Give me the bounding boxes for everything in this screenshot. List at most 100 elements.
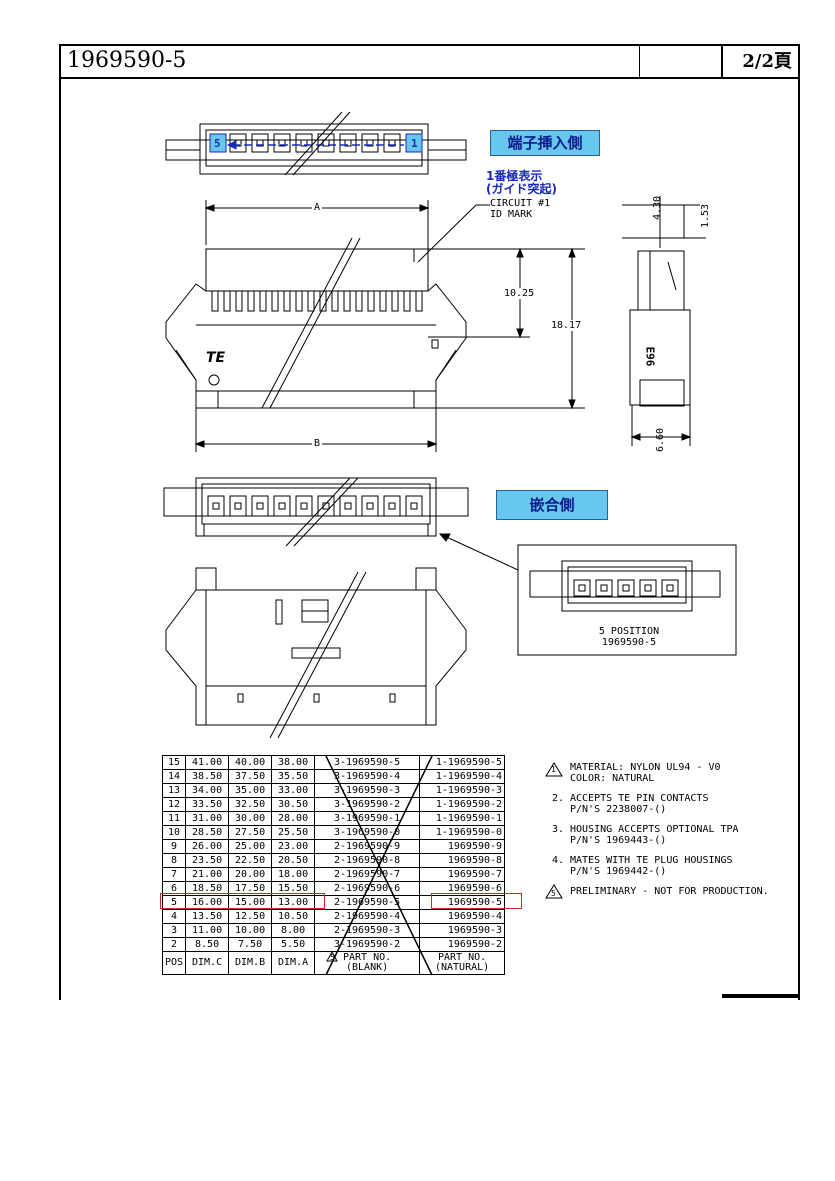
table-cell-natural: 1-1969590-2 xyxy=(419,797,506,812)
pin1-note-line1: 1番極表示 xyxy=(486,169,543,183)
front-view-tooth xyxy=(391,290,399,312)
note-number: 2. xyxy=(552,793,565,804)
top-cells-pin xyxy=(278,139,286,147)
table-cell-pos: 4 xyxy=(161,909,187,924)
title-block-blank-cell xyxy=(639,46,722,77)
table-cell-dim-a: 5.50 xyxy=(271,937,316,952)
front-view-tooth xyxy=(259,290,267,312)
drawing-sheet: 1969590-5 2/2頁 xyxy=(59,44,800,1000)
top-cells-cell xyxy=(295,133,313,153)
table-cell-natural: 1969590-7 xyxy=(419,867,506,882)
detail-cells-cell xyxy=(661,579,679,597)
top-cells-pin xyxy=(388,139,396,147)
front-view-tooth xyxy=(223,290,231,312)
table-cell-blank: 3-1969590-2 xyxy=(314,937,421,952)
table-cell-dim-b: 25.00 xyxy=(228,839,273,854)
detail-box xyxy=(517,544,737,656)
top-cells-pin xyxy=(344,139,352,147)
table-cell-blank: 3-1969590-1 xyxy=(314,811,421,826)
side-view xyxy=(622,196,706,446)
table-cell-dim-a: 28.00 xyxy=(271,811,316,826)
note-text: MATES WITH TE PLUG HOUSINGS P/N'S 196944… xyxy=(570,855,733,877)
table-cell-blank: 2-1969590-5 xyxy=(314,895,421,910)
mate-cells-pin xyxy=(278,502,286,510)
table-cell-blank: 2-1969590-3 xyxy=(314,923,421,938)
table-cell-dim-a: 25.50 xyxy=(271,825,316,840)
table-header-dim-b: DIM.B xyxy=(228,951,273,975)
table-cell-pos: 12 xyxy=(161,797,187,812)
pin-first-label: 1 xyxy=(411,137,418,150)
mating-side-label: 嵌合側 xyxy=(496,490,608,520)
table-cell-blank: 3-1969590-2 xyxy=(314,797,421,812)
front-view-tooth xyxy=(355,290,363,312)
highlight-dims-row5 xyxy=(160,893,325,909)
circuit-mark-note: CIRCUIT #1 ID MARK xyxy=(490,198,550,220)
front-view-tooth xyxy=(415,290,423,312)
table-cell-pos: 15 xyxy=(161,755,187,770)
front-view-tooth xyxy=(271,290,279,312)
mate-cells-pin xyxy=(366,502,374,510)
note-text: MATERIAL: NYLON UL94 - V0 COLOR: NATURAL xyxy=(570,762,721,784)
table-cell-natural: 1-1969590-4 xyxy=(419,769,506,784)
dim-a: A xyxy=(312,202,323,213)
table-cell-dim-b: 12.50 xyxy=(228,909,273,924)
mate-cells-pin xyxy=(388,502,396,510)
top-cells-cell xyxy=(317,133,335,153)
table-header-blank-line2: (BLANK) xyxy=(345,962,389,973)
mate-cells-pin xyxy=(234,502,242,510)
note5-triangle xyxy=(545,884,563,899)
detail-cells-cell xyxy=(573,579,591,597)
mate-cells-cell xyxy=(229,495,247,517)
top-view xyxy=(165,111,467,176)
front-view-tooth xyxy=(235,290,243,312)
table-cell-blank: 2-1969590-9 xyxy=(314,839,421,854)
detail-cells-cell xyxy=(617,579,635,597)
note-number: 5 xyxy=(551,889,556,898)
mate-cells-pin xyxy=(212,502,220,510)
mate-cells-pin xyxy=(300,502,308,510)
note-item: 2.ACCEPTS TE PIN CONTACTS P/N'S 2238007-… xyxy=(548,793,769,815)
bottom-view xyxy=(165,567,467,739)
pin-last-label: 5 xyxy=(214,137,221,150)
front-view xyxy=(165,200,585,452)
table-cell-dim-a: 30.50 xyxy=(271,797,316,812)
table-cell-dim-b: 20.00 xyxy=(228,867,273,882)
table-cell-dim-b: 7.50 xyxy=(228,937,273,952)
table-cell-pos: 8 xyxy=(161,853,187,868)
table-cell-natural: 1969590-3 xyxy=(419,923,506,938)
table-cell-dim-a: 20.50 xyxy=(271,853,316,868)
pin1-note-line2: (ガイド突起) xyxy=(486,182,557,196)
circuit-mark-line2: ID MARK xyxy=(490,209,533,220)
table-cell-blank: 2-1969590-8 xyxy=(314,853,421,868)
table-cell-pos: 10 xyxy=(161,825,187,840)
front-view-tooth xyxy=(331,290,339,312)
table-header-blank-line1: PART NO. xyxy=(342,952,392,963)
table-cell-dim-c: 34.00 xyxy=(185,783,230,798)
table-cell-natural: 1-1969590-3 xyxy=(419,783,506,798)
mating-face-view xyxy=(163,477,519,571)
front-view-tooth xyxy=(283,290,291,312)
table-cell-dim-c: 23.50 xyxy=(185,853,230,868)
circuit-mark-line1: CIRCUIT #1 xyxy=(490,198,551,209)
table-cell-dim-c: 38.50 xyxy=(185,769,230,784)
table-cell-dim-a: 10.50 xyxy=(271,909,316,924)
dim-1-53: 1.53 xyxy=(700,203,711,228)
detail-caption-line1: 5 POSITION xyxy=(598,626,660,637)
front-view-tooth xyxy=(295,290,303,312)
rev-mark: 5 xyxy=(330,953,335,962)
front-view-tooth xyxy=(211,290,219,312)
table-cell-dim-c: 28.50 xyxy=(185,825,230,840)
note-number: 3. xyxy=(552,824,565,835)
top-cells-cell xyxy=(339,133,357,153)
note-text: HOUSING ACCEPTS OPTIONAL TPA P/N'S 19694… xyxy=(570,824,739,846)
top-cells-cell xyxy=(251,133,269,153)
